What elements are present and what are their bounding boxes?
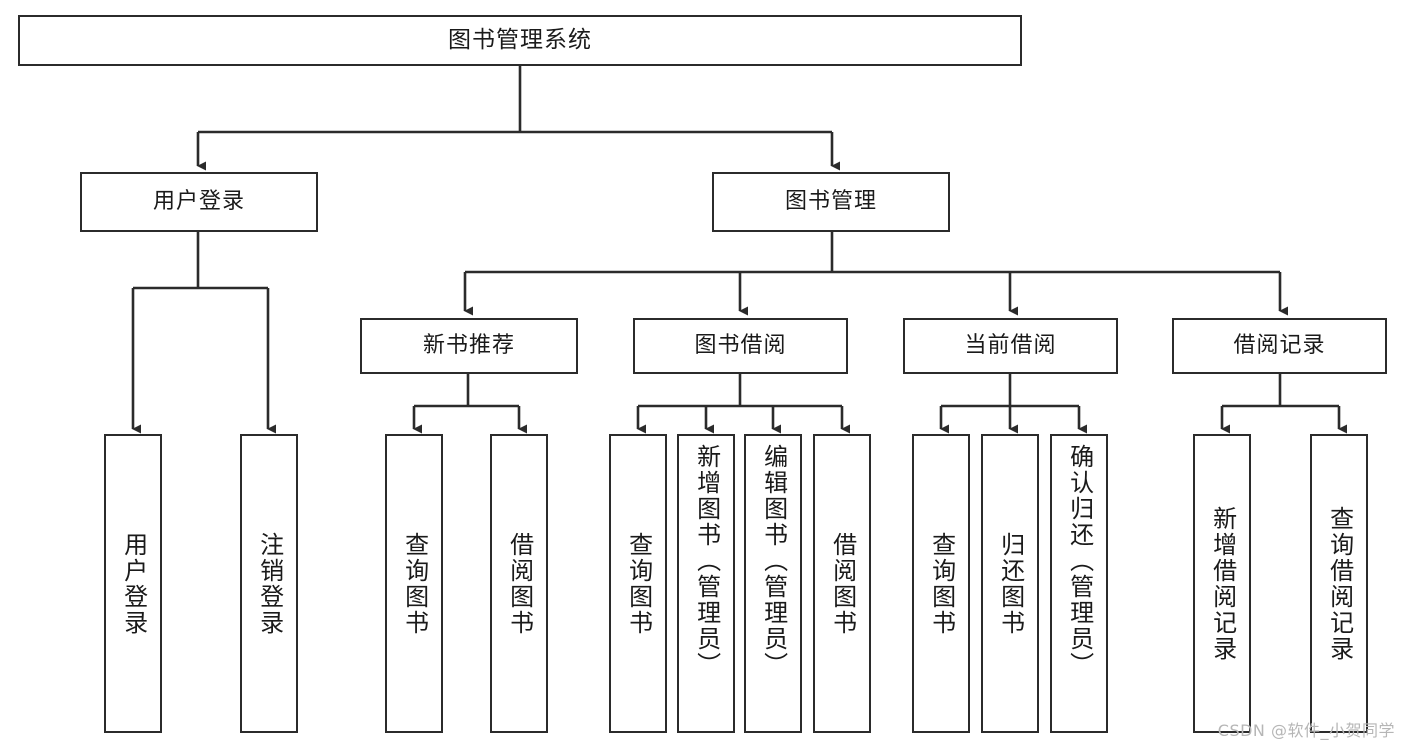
- node-book-borrow[interactable]: 图书借阅: [633, 318, 848, 374]
- leaf-query-book-recommendation[interactable]: 查询图书: [385, 434, 443, 733]
- node-label: 借阅记录: [1233, 333, 1326, 359]
- leaf-query-borrow-record[interactable]: 查询借阅记录: [1310, 434, 1368, 733]
- node-label: 注销登录: [255, 531, 284, 636]
- leaf-confirm-return-admin[interactable]: 确认归还（管理员）: [1050, 434, 1108, 733]
- node-label: 用户登录: [119, 531, 148, 636]
- node-label: 当前借阅: [964, 333, 1057, 359]
- node-borrow-record[interactable]: 借阅记录: [1172, 318, 1387, 374]
- node-book-management[interactable]: 图书管理: [712, 172, 950, 232]
- node-label: 编辑图书（管理员）: [759, 444, 788, 678]
- node-label: 图书管理系统: [448, 27, 592, 54]
- node-label: 图书借阅: [694, 333, 787, 359]
- leaf-user-logout[interactable]: 注销登录: [240, 434, 298, 733]
- node-label: 查询借阅记录: [1325, 505, 1354, 662]
- node-label: 查询图书: [927, 531, 956, 636]
- node-label: 新书推荐: [422, 333, 515, 359]
- leaf-query-book-borrow[interactable]: 查询图书: [609, 434, 667, 733]
- node-new-book-recommendation[interactable]: 新书推荐: [360, 318, 578, 374]
- leaf-query-book-current[interactable]: 查询图书: [912, 434, 970, 733]
- node-label: 查询图书: [400, 531, 429, 636]
- node-label: 查询图书: [624, 531, 653, 636]
- leaf-borrow-book[interactable]: 借阅图书: [813, 434, 871, 733]
- node-label: 归还图书: [996, 531, 1025, 636]
- leaf-borrow-book-recommendation[interactable]: 借阅图书: [490, 434, 548, 733]
- node-label: 用户登录: [152, 189, 245, 215]
- node-label: 借阅图书: [828, 531, 857, 636]
- node-label: 图书管理: [784, 189, 877, 215]
- node-current-borrow[interactable]: 当前借阅: [903, 318, 1118, 374]
- csdn-watermark: CSDN @软件_小贺同学: [1217, 721, 1395, 740]
- node-label: 新增图书（管理员）: [692, 444, 721, 678]
- node-root-book-management-system[interactable]: 图书管理系统: [18, 15, 1022, 66]
- node-label: 新增借阅记录: [1208, 505, 1237, 662]
- node-label: 确认归还（管理员）: [1065, 444, 1094, 678]
- leaf-user-login[interactable]: 用户登录: [104, 434, 162, 733]
- node-label: 借阅图书: [505, 531, 534, 636]
- leaf-edit-book-admin[interactable]: 编辑图书（管理员）: [744, 434, 802, 733]
- leaf-add-borrow-record[interactable]: 新增借阅记录: [1193, 434, 1251, 733]
- leaf-return-book[interactable]: 归还图书: [981, 434, 1039, 733]
- leaf-add-book-admin[interactable]: 新增图书（管理员）: [677, 434, 735, 733]
- node-user-login[interactable]: 用户登录: [80, 172, 318, 232]
